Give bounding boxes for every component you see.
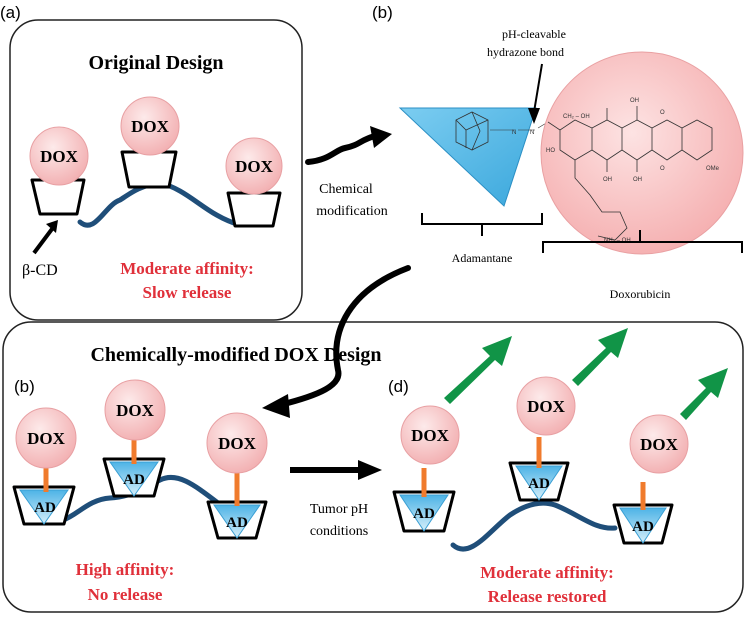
- panel-label-b-bottom: (b): [14, 377, 35, 396]
- doxorubicin-label: Doxorubicin: [610, 287, 671, 301]
- dox-label: DOX: [40, 147, 79, 166]
- high-affinity-label: High affinity:: [76, 560, 175, 579]
- dox-label: DOX: [411, 426, 450, 445]
- polymer-chain: [450, 500, 618, 552]
- tumor-ph-label-1: Tumor pH: [310, 502, 368, 517]
- polymer-chain: [77, 180, 243, 228]
- original-release-label: Slow release: [143, 283, 232, 302]
- ch2oh-label: CH₂ – OH: [563, 114, 590, 120]
- release-arrow: [572, 328, 628, 386]
- dox-label: DOX: [527, 397, 566, 416]
- original-affinity-label: Moderate affinity:: [120, 259, 254, 278]
- dox-sphere: [400, 405, 460, 465]
- original-design-box: [9, 19, 303, 321]
- ad-cd-complex: AD: [12, 467, 76, 526]
- panel-label-d: (d): [388, 377, 409, 396]
- chemical-modification-label-1: Chemical: [319, 182, 373, 197]
- release-arrow: [680, 368, 728, 420]
- adamantane-triangle: [398, 107, 537, 207]
- oh-label: OH: [630, 98, 639, 104]
- dox-label: DOX: [640, 435, 679, 454]
- chemical-modification-label-2: modification: [316, 204, 388, 219]
- ad-cd-complex: AD: [612, 482, 674, 545]
- no-release-label: No release: [88, 585, 163, 604]
- release-restored-label: Release restored: [488, 587, 607, 606]
- tumor-ph-label-2: conditions: [310, 524, 368, 539]
- modified-design-title: Chemically-modified DOX Design: [90, 344, 381, 366]
- modification-arrow: [305, 133, 378, 165]
- dox-label: DOX: [27, 429, 66, 448]
- adamantane-label: Adamantane: [452, 251, 513, 265]
- dox-sphere: [104, 379, 166, 441]
- beta-cd-label: β-CD: [22, 262, 58, 279]
- ketone-label: O: [660, 110, 665, 116]
- dox-label: DOX: [131, 117, 170, 136]
- ome-label: OMe: [706, 166, 720, 172]
- n-label: N: [530, 130, 534, 136]
- ad-cd-complex: AD: [102, 438, 166, 498]
- curved-transition-arrow: [277, 265, 411, 408]
- ad-label: AD: [226, 515, 248, 531]
- ad-cd-complex: AD: [508, 437, 570, 502]
- dox-sphere: [516, 376, 576, 436]
- bond-pointer-arrow: [533, 63, 543, 113]
- adamantane-bracket: [421, 213, 543, 236]
- ad-label: AD: [632, 519, 654, 535]
- restored-affinity-label: Moderate affinity:: [480, 563, 614, 582]
- oh-label: OH: [603, 177, 612, 183]
- dox-sphere: [120, 96, 180, 156]
- oh-label: OH: [633, 177, 642, 183]
- ad-label: AD: [413, 506, 435, 522]
- dox-sphere: [29, 126, 89, 186]
- arrow-head: [528, 108, 540, 124]
- dox-sphere: [225, 137, 283, 195]
- nh-label: N: [512, 130, 516, 136]
- dox-sphere: [15, 407, 77, 469]
- arrow-head: [358, 460, 382, 480]
- modified-design-box: [2, 321, 744, 613]
- ad-cd-complex: AD: [206, 472, 268, 540]
- doxorubicin-sphere: [540, 51, 744, 255]
- panel-label-a: (a): [0, 3, 21, 22]
- oh-label: HO: [546, 148, 555, 154]
- original-design-title: Original Design: [88, 52, 223, 74]
- beta-cd-pointer-arrow: [32, 227, 54, 255]
- release-arrow: [444, 336, 512, 404]
- beta-cd-cup: [120, 150, 178, 189]
- ad-label: AD: [34, 500, 56, 516]
- dox-sphere: [206, 412, 268, 474]
- dox-label: DOX: [116, 401, 155, 420]
- panel-label-b-top: (b): [372, 3, 393, 22]
- dox-sphere: [629, 414, 689, 474]
- bond-label-2: hydrazone bond: [487, 45, 564, 59]
- ad-cd-complex: AD: [392, 468, 456, 533]
- adamantane-structure: [455, 111, 489, 151]
- arrow-head: [262, 394, 290, 418]
- bond-label-1: pH-cleavable: [502, 27, 566, 41]
- doxorubicin-bracket: [542, 230, 743, 253]
- arrow-head: [46, 220, 58, 233]
- ketone-label: O: [660, 166, 665, 172]
- ad-label: AD: [123, 472, 145, 488]
- dox-label: DOX: [218, 434, 257, 453]
- doxorubicin-structure: [547, 106, 713, 241]
- arrow-head: [370, 126, 392, 148]
- dox-label: DOX: [235, 157, 274, 176]
- beta-cd-cup: [226, 191, 282, 228]
- ad-label: AD: [528, 476, 550, 492]
